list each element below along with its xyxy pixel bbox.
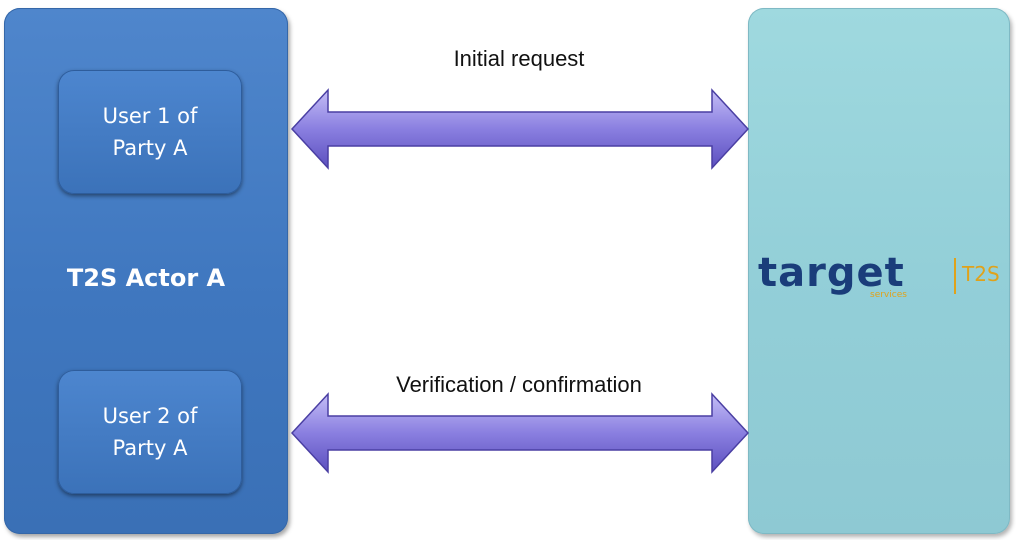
user-2-line1: User 2 of [102, 404, 198, 428]
logo-suffix: T2S [962, 262, 1000, 286]
user-1-line1: User 1 of [102, 104, 198, 128]
user-1-line2: Party A [112, 136, 188, 160]
user-2-box: User 2 of Party A [58, 370, 242, 494]
logo-subtitle: services [870, 290, 907, 300]
logo-divider [954, 258, 956, 294]
flow-label-initial-request: Initial request [453, 46, 585, 71]
logo-word: target [758, 250, 905, 296]
user-2-line2: Party A [112, 436, 188, 460]
actor-label: T2S Actor A [66, 264, 226, 292]
flow-label-verification: Verification / confirmation [396, 372, 642, 397]
target-services-logo: target services T2S [758, 248, 1008, 308]
double-arrow-verification [290, 392, 750, 474]
user-1-box: User 1 of Party A [58, 70, 242, 194]
double-arrow-initial-request [290, 88, 750, 170]
target-services-box [748, 8, 1010, 534]
